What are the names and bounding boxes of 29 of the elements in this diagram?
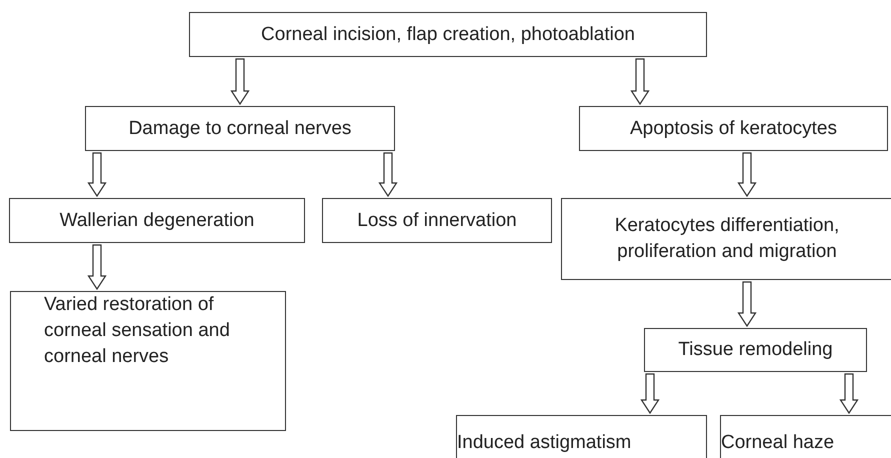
- box-label: Corneal haze: [721, 430, 834, 454]
- box-label: Apoptosis of keratocytes: [630, 116, 837, 140]
- box-label: Tissue remodeling: [678, 338, 833, 362]
- process-box: [322, 198, 552, 243]
- block-arrow: [839, 373, 859, 414]
- process-box: [10, 291, 286, 431]
- block-arrow: [230, 58, 250, 106]
- block-arrow: [87, 244, 107, 290]
- box-label: Wallerian degeneration: [60, 208, 254, 232]
- box-label: Induced astigmatism: [457, 430, 632, 454]
- box-label: Corneal incision, flap creation, photoablation: [261, 22, 635, 46]
- process-box: [189, 12, 707, 57]
- process-box: [9, 198, 305, 243]
- box-label: Loss of innervation: [357, 208, 517, 232]
- block-arrow: [630, 58, 650, 106]
- block-arrow: [378, 152, 398, 198]
- process-box: [644, 328, 867, 372]
- process-box: [561, 198, 891, 280]
- block-arrow: [87, 152, 107, 198]
- process-box: [720, 415, 891, 458]
- block-arrow: [640, 373, 660, 414]
- block-arrow: [737, 281, 757, 328]
- box-label: Keratocytes differentiation, proliferation and migration: [614, 214, 840, 264]
- process-box: [456, 415, 707, 458]
- process-box: [85, 106, 395, 151]
- block-arrow: [737, 152, 757, 198]
- process-box: [579, 106, 888, 151]
- box-label: Damage to corneal nerves: [128, 116, 352, 140]
- box-label: Varied restoration of corneal sensation and corneal nerves: [44, 293, 231, 369]
